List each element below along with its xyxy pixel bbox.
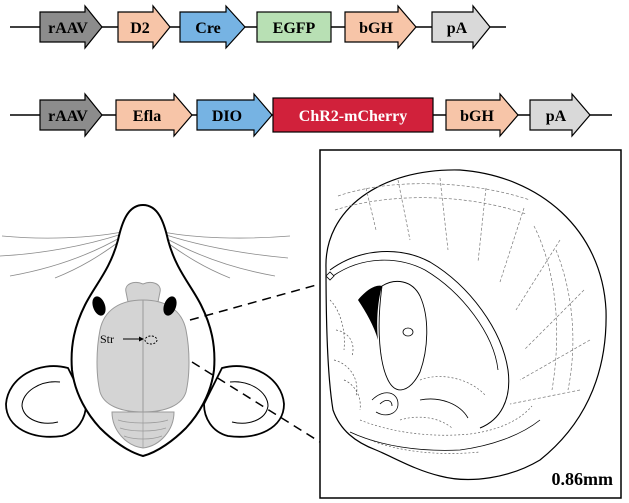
box-shape [272, 97, 434, 133]
striatum-outline [378, 280, 428, 391]
anterior-commissure [402, 327, 414, 337]
brain-olfactory-bulbs [125, 281, 161, 303]
section-coordinate-label: 0.86mm [552, 469, 614, 489]
construct-1-Cre: Cre [179, 4, 246, 50]
construct-2-ChR2-mCherry: ChR2-mCherry [272, 97, 434, 133]
ventral-structures [349, 392, 541, 451]
right-ear-inner [229, 381, 269, 424]
element-label: rAAV [48, 108, 88, 125]
arrow-shape [445, 92, 519, 138]
arrow-shape [39, 92, 103, 138]
construct-2-DIO: DIO [196, 92, 273, 138]
mouse-illustration: Str [0, 203, 291, 458]
zoom-lines [189, 283, 321, 443]
construct-1: rAAV D2 Cre EGFP bGH pA [10, 4, 506, 50]
element-label: bGH [460, 108, 494, 125]
midline-marker [325, 271, 335, 281]
element-label: rAAV [48, 20, 88, 37]
arrow-shape [431, 4, 491, 50]
arrow-shape [529, 92, 591, 138]
whiskers [0, 231, 291, 279]
construct-1-D2: D2 [117, 4, 171, 50]
element-label: bGH [359, 20, 393, 37]
arrow-shape [117, 4, 171, 50]
ventral-dashed-contours [359, 376, 533, 454]
injection-site [144, 335, 158, 345]
str-pointer-arrowhead [139, 336, 144, 342]
construct-1-EGFP: EGFP [256, 11, 332, 43]
element-label: pA [447, 20, 468, 37]
zoom-line-upper [189, 283, 321, 321]
element-label: Cre [195, 20, 220, 37]
zoom-line-lower [191, 361, 321, 443]
cortical-layer-boundaries [334, 177, 591, 405]
right-ear [203, 365, 285, 438]
arrow-shape [179, 4, 246, 50]
construct-2-rAAV: rAAV [39, 92, 103, 138]
injection-label: Str [100, 332, 114, 346]
element-label: EGFP [273, 20, 316, 37]
construct-2-Efla: Efla [115, 92, 193, 138]
septal-structures [329, 299, 361, 411]
construct-1-bGH: bGH [344, 4, 417, 50]
lesion-region [358, 285, 382, 340]
left-ear-inner [21, 381, 61, 424]
construct-1-pA: pA [431, 4, 491, 50]
construct-1-rAAV: rAAV [39, 4, 103, 50]
coronal-section-panel: 0.86mm [319, 149, 622, 499]
construct-2-bGH: bGH [445, 92, 519, 138]
section-outline [325, 169, 607, 481]
arrow-shape [196, 92, 273, 138]
construct-2-pA: pA [529, 92, 591, 138]
left-ear [5, 365, 87, 438]
construct-2: rAAV Efla DIO ChR2-mCherry bGH pA [10, 92, 612, 138]
element-label: Efla [133, 108, 161, 125]
arrow-shape [115, 92, 193, 138]
cerebellum-folia [117, 412, 169, 448]
box-shape [256, 11, 332, 43]
corpus-callosum [329, 251, 510, 429]
corpus-callosum-inner [332, 259, 499, 371]
arrow-shape [39, 4, 103, 50]
element-label: DIO [212, 108, 242, 125]
right-eye [163, 296, 177, 316]
element-label: pA [546, 108, 567, 125]
arrow-shape [344, 4, 417, 50]
element-label: D2 [130, 20, 150, 37]
left-eye [92, 296, 106, 316]
element-label: ChR2-mCherry [299, 108, 407, 125]
